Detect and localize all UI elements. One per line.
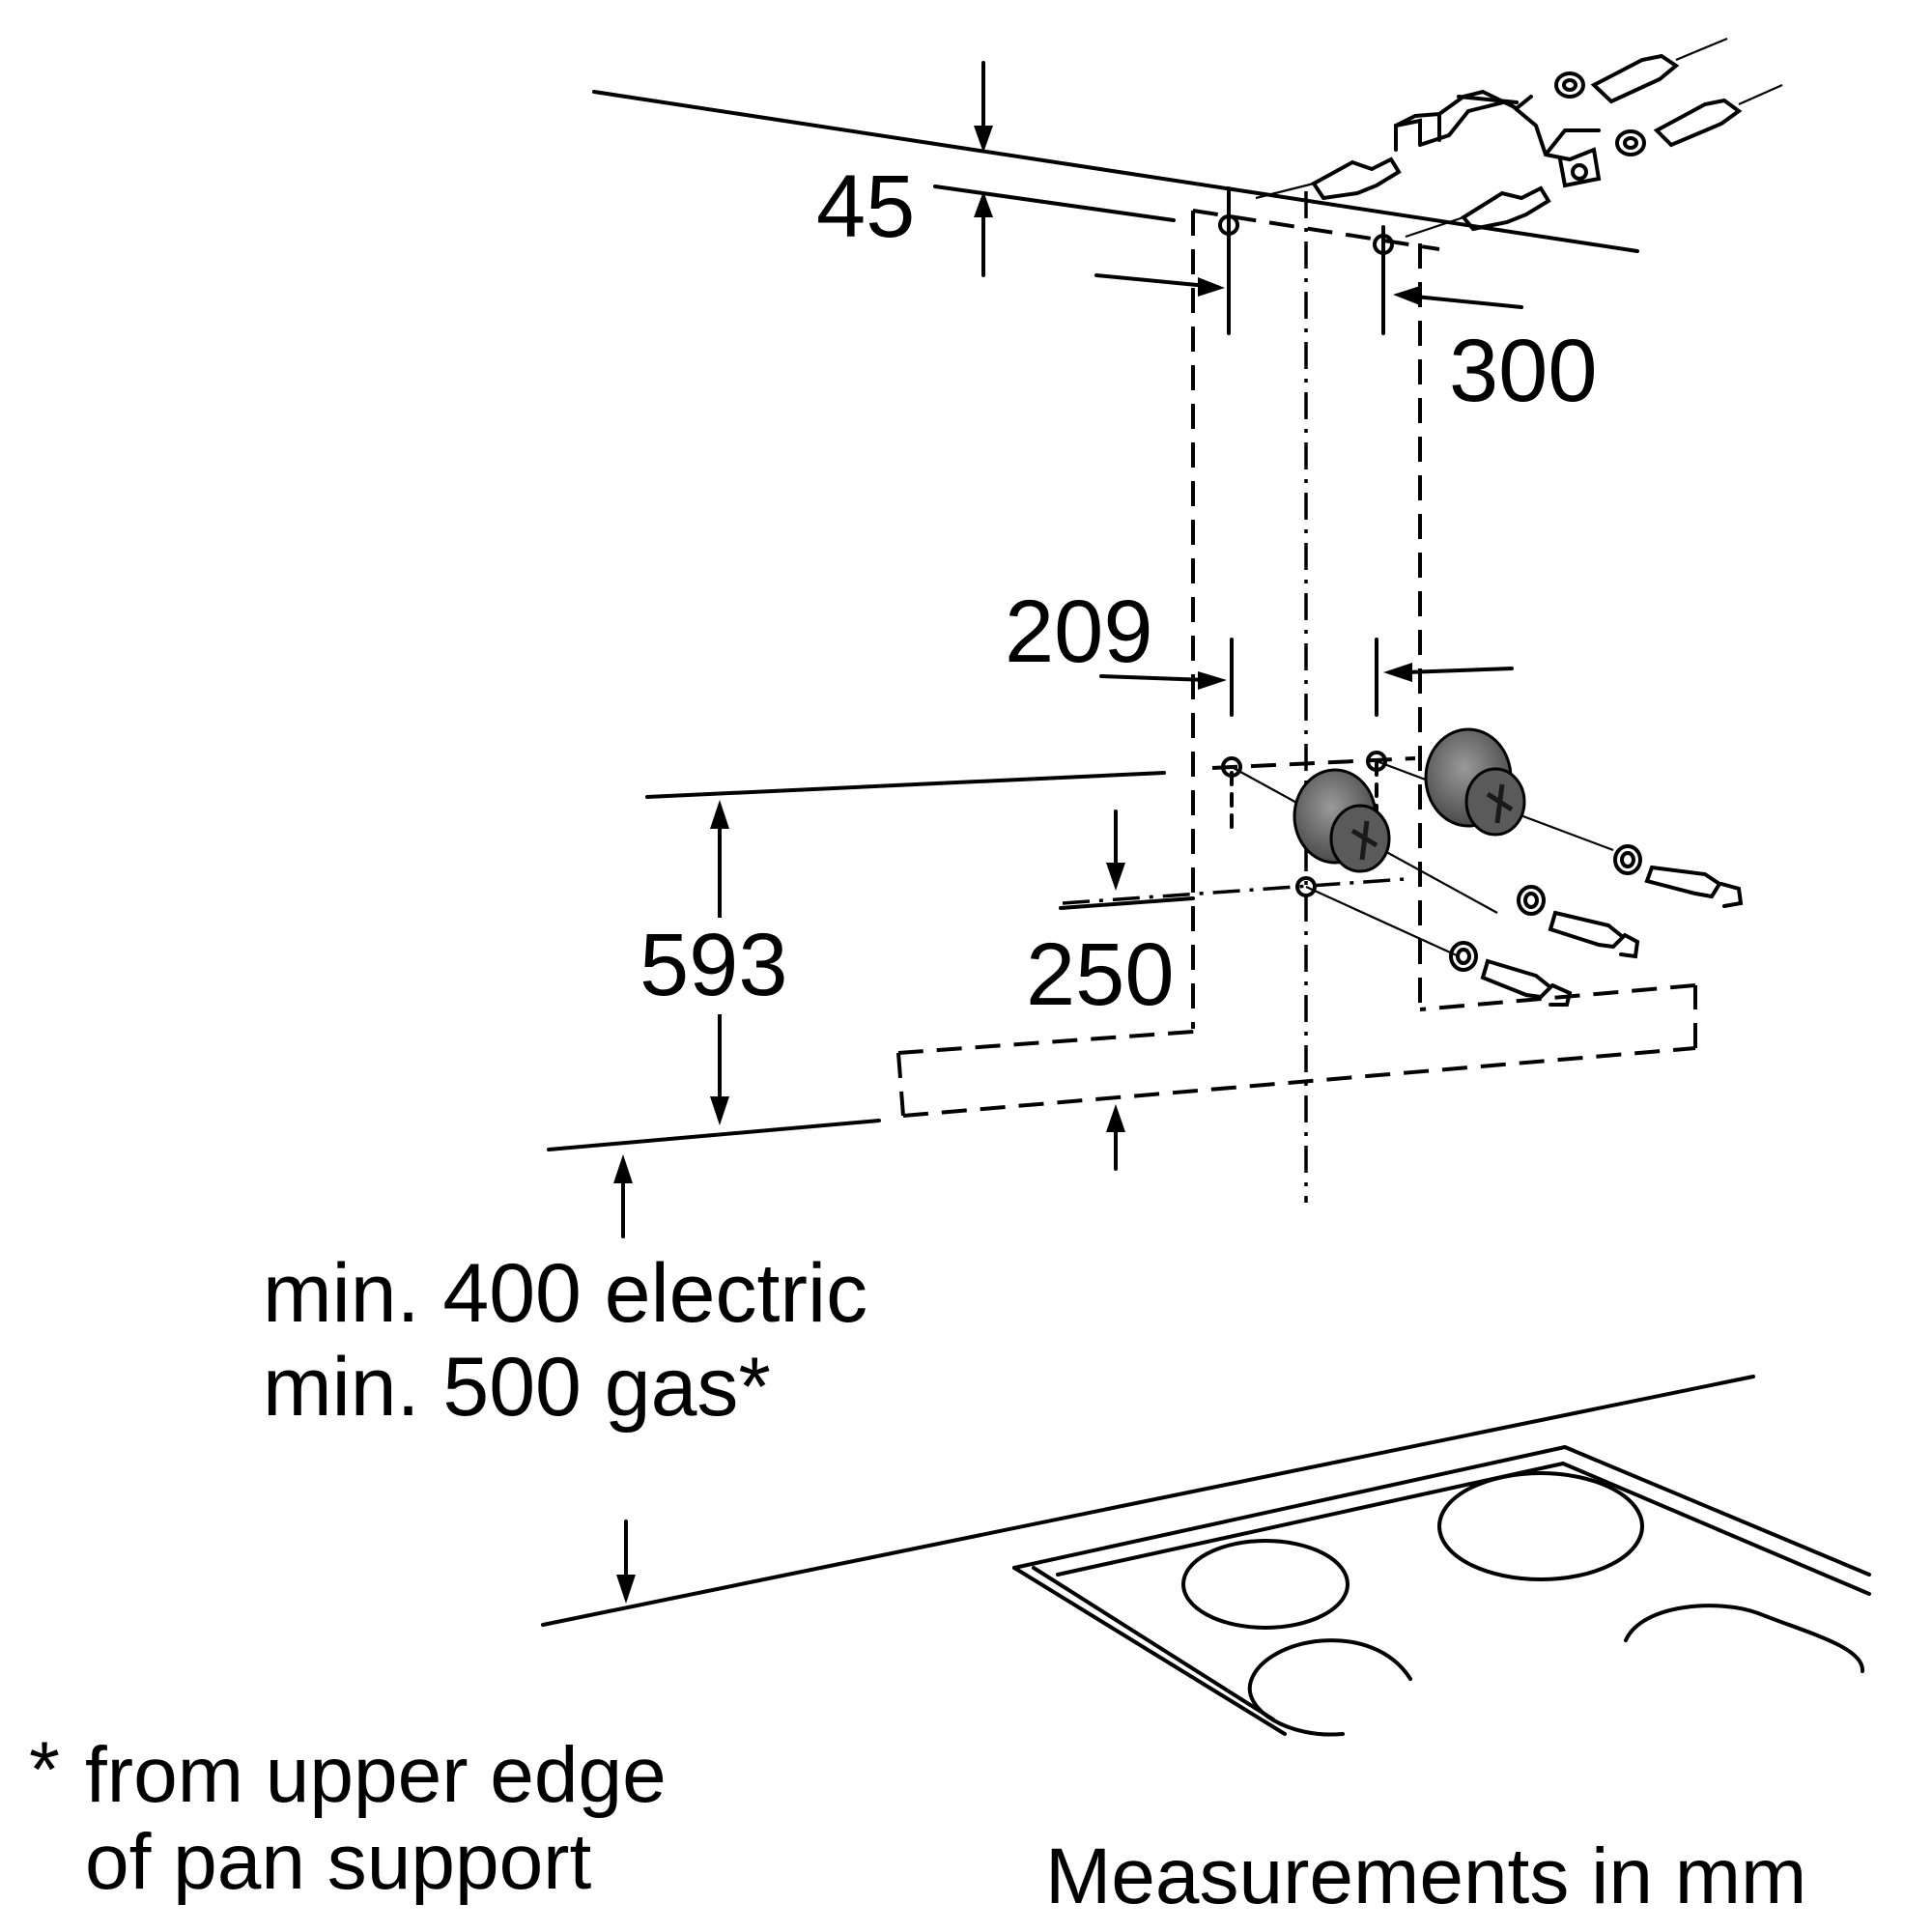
dimension-209-label: 209 [1005, 582, 1153, 681]
dimension-min-distance: min. 400 electric min. 500 gas* [263, 1154, 867, 1604]
washer-icon [1554, 71, 1646, 156]
ceiling-line [592, 90, 1639, 253]
min-gas-label: min. 500 gas* [263, 1341, 771, 1434]
footnote-line-2: of pan support [85, 1818, 591, 1906]
washer-icon [1449, 844, 1642, 972]
min-electric-label: min. 400 electric [263, 1247, 867, 1340]
dimension-300-label: 300 [1449, 322, 1598, 420]
dimension-593-label: 593 [639, 916, 788, 1014]
dimension-45: 45 [816, 61, 1176, 277]
dimension-45-label: 45 [816, 157, 915, 256]
wall-plug-icon [1293, 727, 1526, 873]
dimension-250: 250 [1026, 810, 1195, 1171]
hob-icon [541, 1375, 1871, 1737]
dimension-300: 300 [1094, 273, 1598, 420]
footnote: * from upper edge of pan support [29, 1726, 667, 1906]
dimension-250-label: 250 [1026, 925, 1175, 1024]
units-note: Measurements in mm [1045, 1833, 1806, 1920]
wall-plug-icon [1255, 156, 1551, 239]
hood-outline [896, 983, 1697, 1118]
footnote-star: * [29, 1726, 60, 1814]
mounting-bracket-icon [1394, 89, 1602, 188]
chimney-outline [1191, 191, 1440, 1203]
lower-holes [1062, 751, 1614, 958]
screw-icon [1590, 37, 1783, 148]
screw-icon [1480, 865, 1744, 1007]
footnote-line-1: from upper edge [85, 1731, 667, 1819]
dimension-593: 593 [547, 771, 1166, 1151]
dimension-209: 209 [1005, 582, 1514, 717]
upper-hole-left [1218, 186, 1239, 335]
upper-hole-right [1373, 225, 1394, 335]
